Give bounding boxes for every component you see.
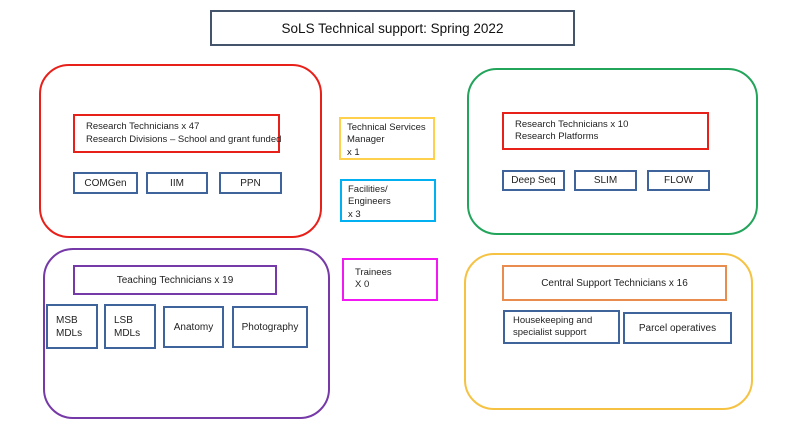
- research-divisions-count: Research Technicians x 47: [86, 121, 200, 133]
- group-teaching: [43, 248, 330, 419]
- manager-line1: Technical Services: [347, 122, 426, 133]
- parcel-operatives-label: Parcel operatives: [638, 322, 717, 334]
- trainees-count: X 0: [355, 279, 370, 291]
- item-housekeeping: Housekeeping and specialist support: [503, 310, 620, 344]
- lsb-line2: MDLs: [114, 327, 141, 339]
- facilities-line2: Engineers: [348, 196, 391, 208]
- anatomy-label: Anatomy: [173, 321, 214, 333]
- header-research-platforms: Research Technicians x 10 Research Platf…: [502, 112, 709, 150]
- group-research-divisions: [39, 64, 322, 238]
- housekeeping-line1: Housekeeping and: [513, 314, 593, 326]
- item-photography: Photography: [232, 306, 308, 348]
- box-trainees: Trainees X 0: [342, 258, 438, 301]
- central-support-header-label: Central Support Technicians x 16: [541, 277, 688, 289]
- lsb-line1: LSB: [114, 314, 133, 326]
- item-lsb-mdls: LSB MDLs: [104, 304, 156, 349]
- item-anatomy: Anatomy: [163, 306, 224, 348]
- item-flow: FLOW: [647, 170, 710, 191]
- item-iim: IIM: [146, 172, 208, 194]
- research-platforms-subtitle: Research Platforms: [515, 131, 599, 142]
- item-flow-label: FLOW: [664, 175, 693, 186]
- item-ppn: PPN: [219, 172, 282, 194]
- group-central-support: [464, 253, 753, 410]
- diagram-title-box: SoLS Technical support: Spring 2022: [210, 10, 575, 46]
- item-comgen-label: COMGen: [84, 177, 127, 189]
- box-technical-services-manager: Technical Services Manager x 1: [339, 117, 435, 160]
- facilities-line1: Facilities/: [348, 184, 388, 195]
- header-teaching-technicians: Teaching Technicians x 19: [73, 265, 277, 295]
- photography-label: Photography: [241, 321, 299, 333]
- group-research-platforms: [467, 68, 758, 235]
- item-slim-label: SLIM: [593, 175, 618, 186]
- item-deep-seq: Deep Seq: [502, 170, 565, 191]
- item-deep-seq-label: Deep Seq: [511, 175, 556, 186]
- trainees-label: Trainees: [355, 267, 392, 278]
- manager-count: x 1: [347, 146, 360, 158]
- research-divisions-subtitle: Research Divisions – School and grant fu…: [86, 133, 282, 145]
- housekeeping-line2: specialist support: [513, 327, 587, 338]
- box-facilities-engineers: Facilities/ Engineers x 3: [340, 179, 436, 222]
- msb-line2: MDLs: [56, 327, 83, 339]
- item-slim: SLIM: [574, 170, 637, 191]
- teaching-header-label: Teaching Technicians x 19: [116, 274, 234, 286]
- item-comgen: COMGen: [73, 172, 138, 194]
- facilities-count: x 3: [348, 208, 361, 220]
- header-central-support: Central Support Technicians x 16: [502, 265, 727, 301]
- item-ppn-label: PPN: [240, 177, 261, 189]
- item-msb-mdls: MSB MDLs: [46, 304, 98, 349]
- diagram-title: SoLS Technical support: Spring 2022: [281, 20, 504, 36]
- msb-line1: MSB: [56, 314, 78, 326]
- header-research-divisions: Research Technicians x 47 Research Divis…: [73, 114, 282, 153]
- item-parcel-operatives: Parcel operatives: [623, 312, 732, 344]
- manager-line2: Manager: [347, 134, 385, 146]
- research-platforms-count: Research Technicians x 10: [515, 118, 629, 130]
- item-iim-label: IIM: [170, 177, 184, 189]
